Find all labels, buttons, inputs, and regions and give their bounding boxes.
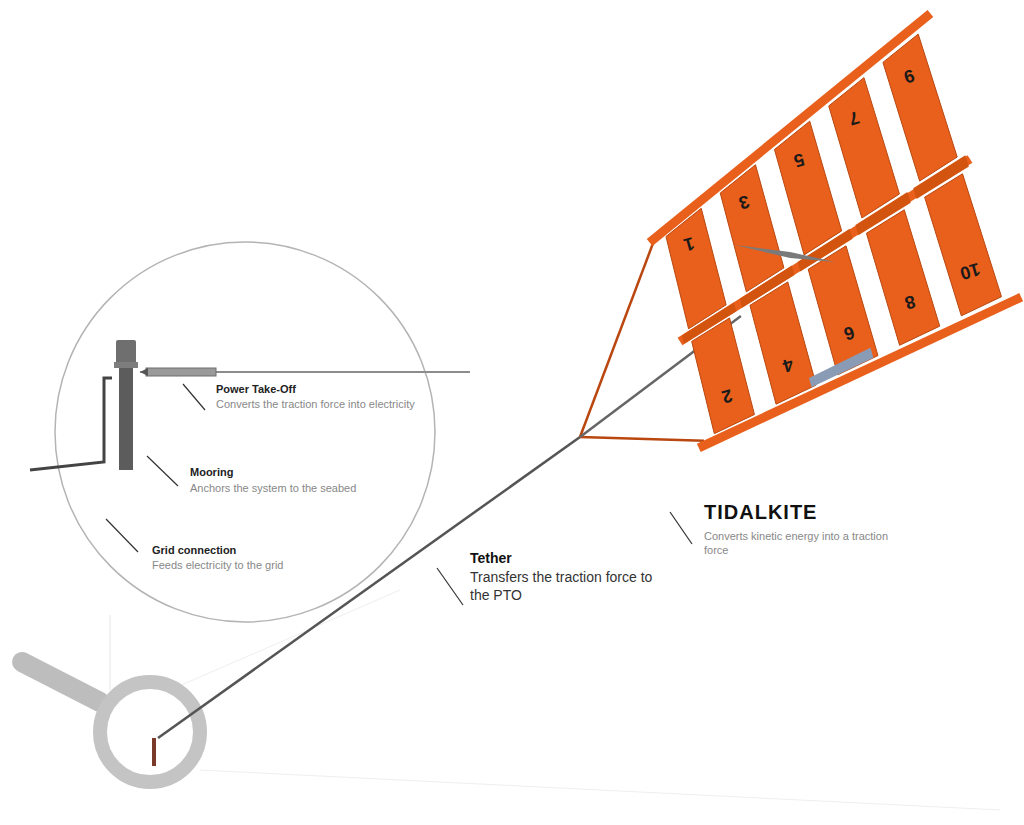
wing-number: 3: [736, 190, 752, 214]
callout-title: Grid connection: [152, 544, 302, 558]
kite-wing: [883, 34, 957, 181]
wing-number: 6: [841, 321, 857, 345]
kite-stabilizer: [740, 266, 795, 308]
kite-wing: [829, 78, 900, 218]
kite-plate: [809, 348, 873, 387]
wing-number: 8: [902, 290, 918, 314]
mooring-small: [152, 738, 156, 766]
callout-text: Anchors the system to the seabed: [190, 482, 365, 496]
leader-line: [670, 512, 692, 544]
kite-stabilizer: [913, 155, 969, 199]
kite-rail: [650, 14, 931, 243]
kite-wing: [866, 210, 939, 345]
kite: [580, 14, 1021, 448]
kite-wing: [925, 174, 1002, 316]
kite-stabilizer: [855, 192, 910, 235]
kite-wing: [666, 208, 726, 329]
tether-termination: [146, 368, 216, 376]
magnifier-ring: [100, 682, 200, 782]
pto-flange: [114, 362, 138, 368]
sight-line: [110, 615, 111, 690]
wing-number: 10: [958, 257, 983, 284]
brand-name: TIDALKITE: [704, 500, 904, 525]
sight-line: [200, 770, 1000, 810]
wing-number: 1: [681, 232, 697, 256]
callout-text: Converts the traction force into electri…: [216, 398, 416, 412]
callout-title: Mooring: [190, 466, 370, 480]
kite-wing: [720, 165, 784, 292]
leader-line: [147, 456, 178, 486]
kite-wing: [750, 282, 816, 404]
callout-text: Converts kinetic energy into a traction …: [704, 530, 914, 558]
kite-stabilizer: [682, 302, 736, 343]
grid-cable: [30, 378, 112, 470]
leader-line: [183, 384, 205, 410]
zoom-circle: [55, 242, 435, 622]
callout-text: Transfers the traction force to the PTO: [470, 569, 660, 604]
kite-foil: [735, 245, 835, 262]
leader-line: [106, 519, 138, 552]
kite-wing: [774, 121, 841, 255]
wing-number: 9: [901, 63, 917, 87]
mooring-pile: [119, 366, 133, 470]
wing-number: 5: [791, 148, 807, 172]
wing-number: 7: [846, 106, 862, 130]
callout-text: Feeds electricity to the grid: [152, 559, 292, 573]
callout-title: Power Take-Off: [216, 383, 416, 397]
kite-wing: [692, 318, 755, 434]
bridle-line: [580, 238, 655, 437]
wing-number: 4: [780, 353, 796, 377]
callout-title: Tether: [470, 550, 660, 568]
kite-stabilizer: [798, 229, 853, 272]
tether-end: [140, 368, 148, 376]
magnifier-handle: [22, 662, 100, 702]
wing-number: 2: [719, 384, 735, 408]
bridle-line: [580, 437, 704, 441]
leader-line: [437, 568, 463, 605]
